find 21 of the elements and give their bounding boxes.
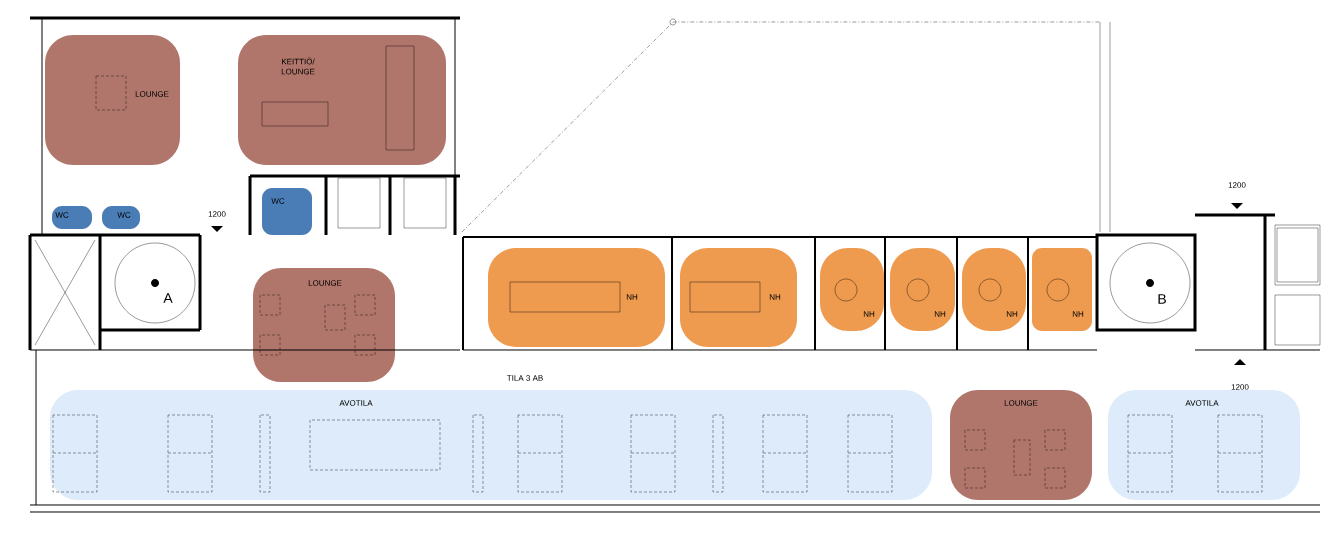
dimension-text: 1200 bbox=[1228, 182, 1246, 188]
room-zone: KEITTIÖ/ LOUNGE bbox=[238, 35, 446, 165]
room-zone: AVOTILA bbox=[1108, 390, 1300, 500]
room-zone: WC bbox=[52, 206, 92, 229]
room-zone: NH bbox=[962, 248, 1026, 331]
space-label: TILA 3 AB bbox=[506, 375, 543, 381]
room-letter: B bbox=[1158, 294, 1166, 304]
room-zone: NH bbox=[820, 248, 884, 331]
dimension-text: 1200 bbox=[208, 211, 226, 217]
room-zone: NH bbox=[488, 248, 665, 347]
room-zone: WC bbox=[262, 188, 312, 235]
room-zone: LOUNGE bbox=[253, 268, 395, 382]
room-letter: A bbox=[163, 293, 173, 303]
room-zone: NH bbox=[1032, 248, 1092, 331]
room-zone: NH bbox=[680, 248, 797, 347]
room-zone: LOUNGE bbox=[45, 35, 180, 165]
dimension-text: 1200 bbox=[1231, 384, 1249, 390]
room-zone: AVOTILA bbox=[50, 390, 932, 500]
room-zone: NH bbox=[890, 248, 955, 331]
room-zone: WC bbox=[102, 206, 140, 229]
room-zone: LOUNGE bbox=[950, 390, 1092, 500]
